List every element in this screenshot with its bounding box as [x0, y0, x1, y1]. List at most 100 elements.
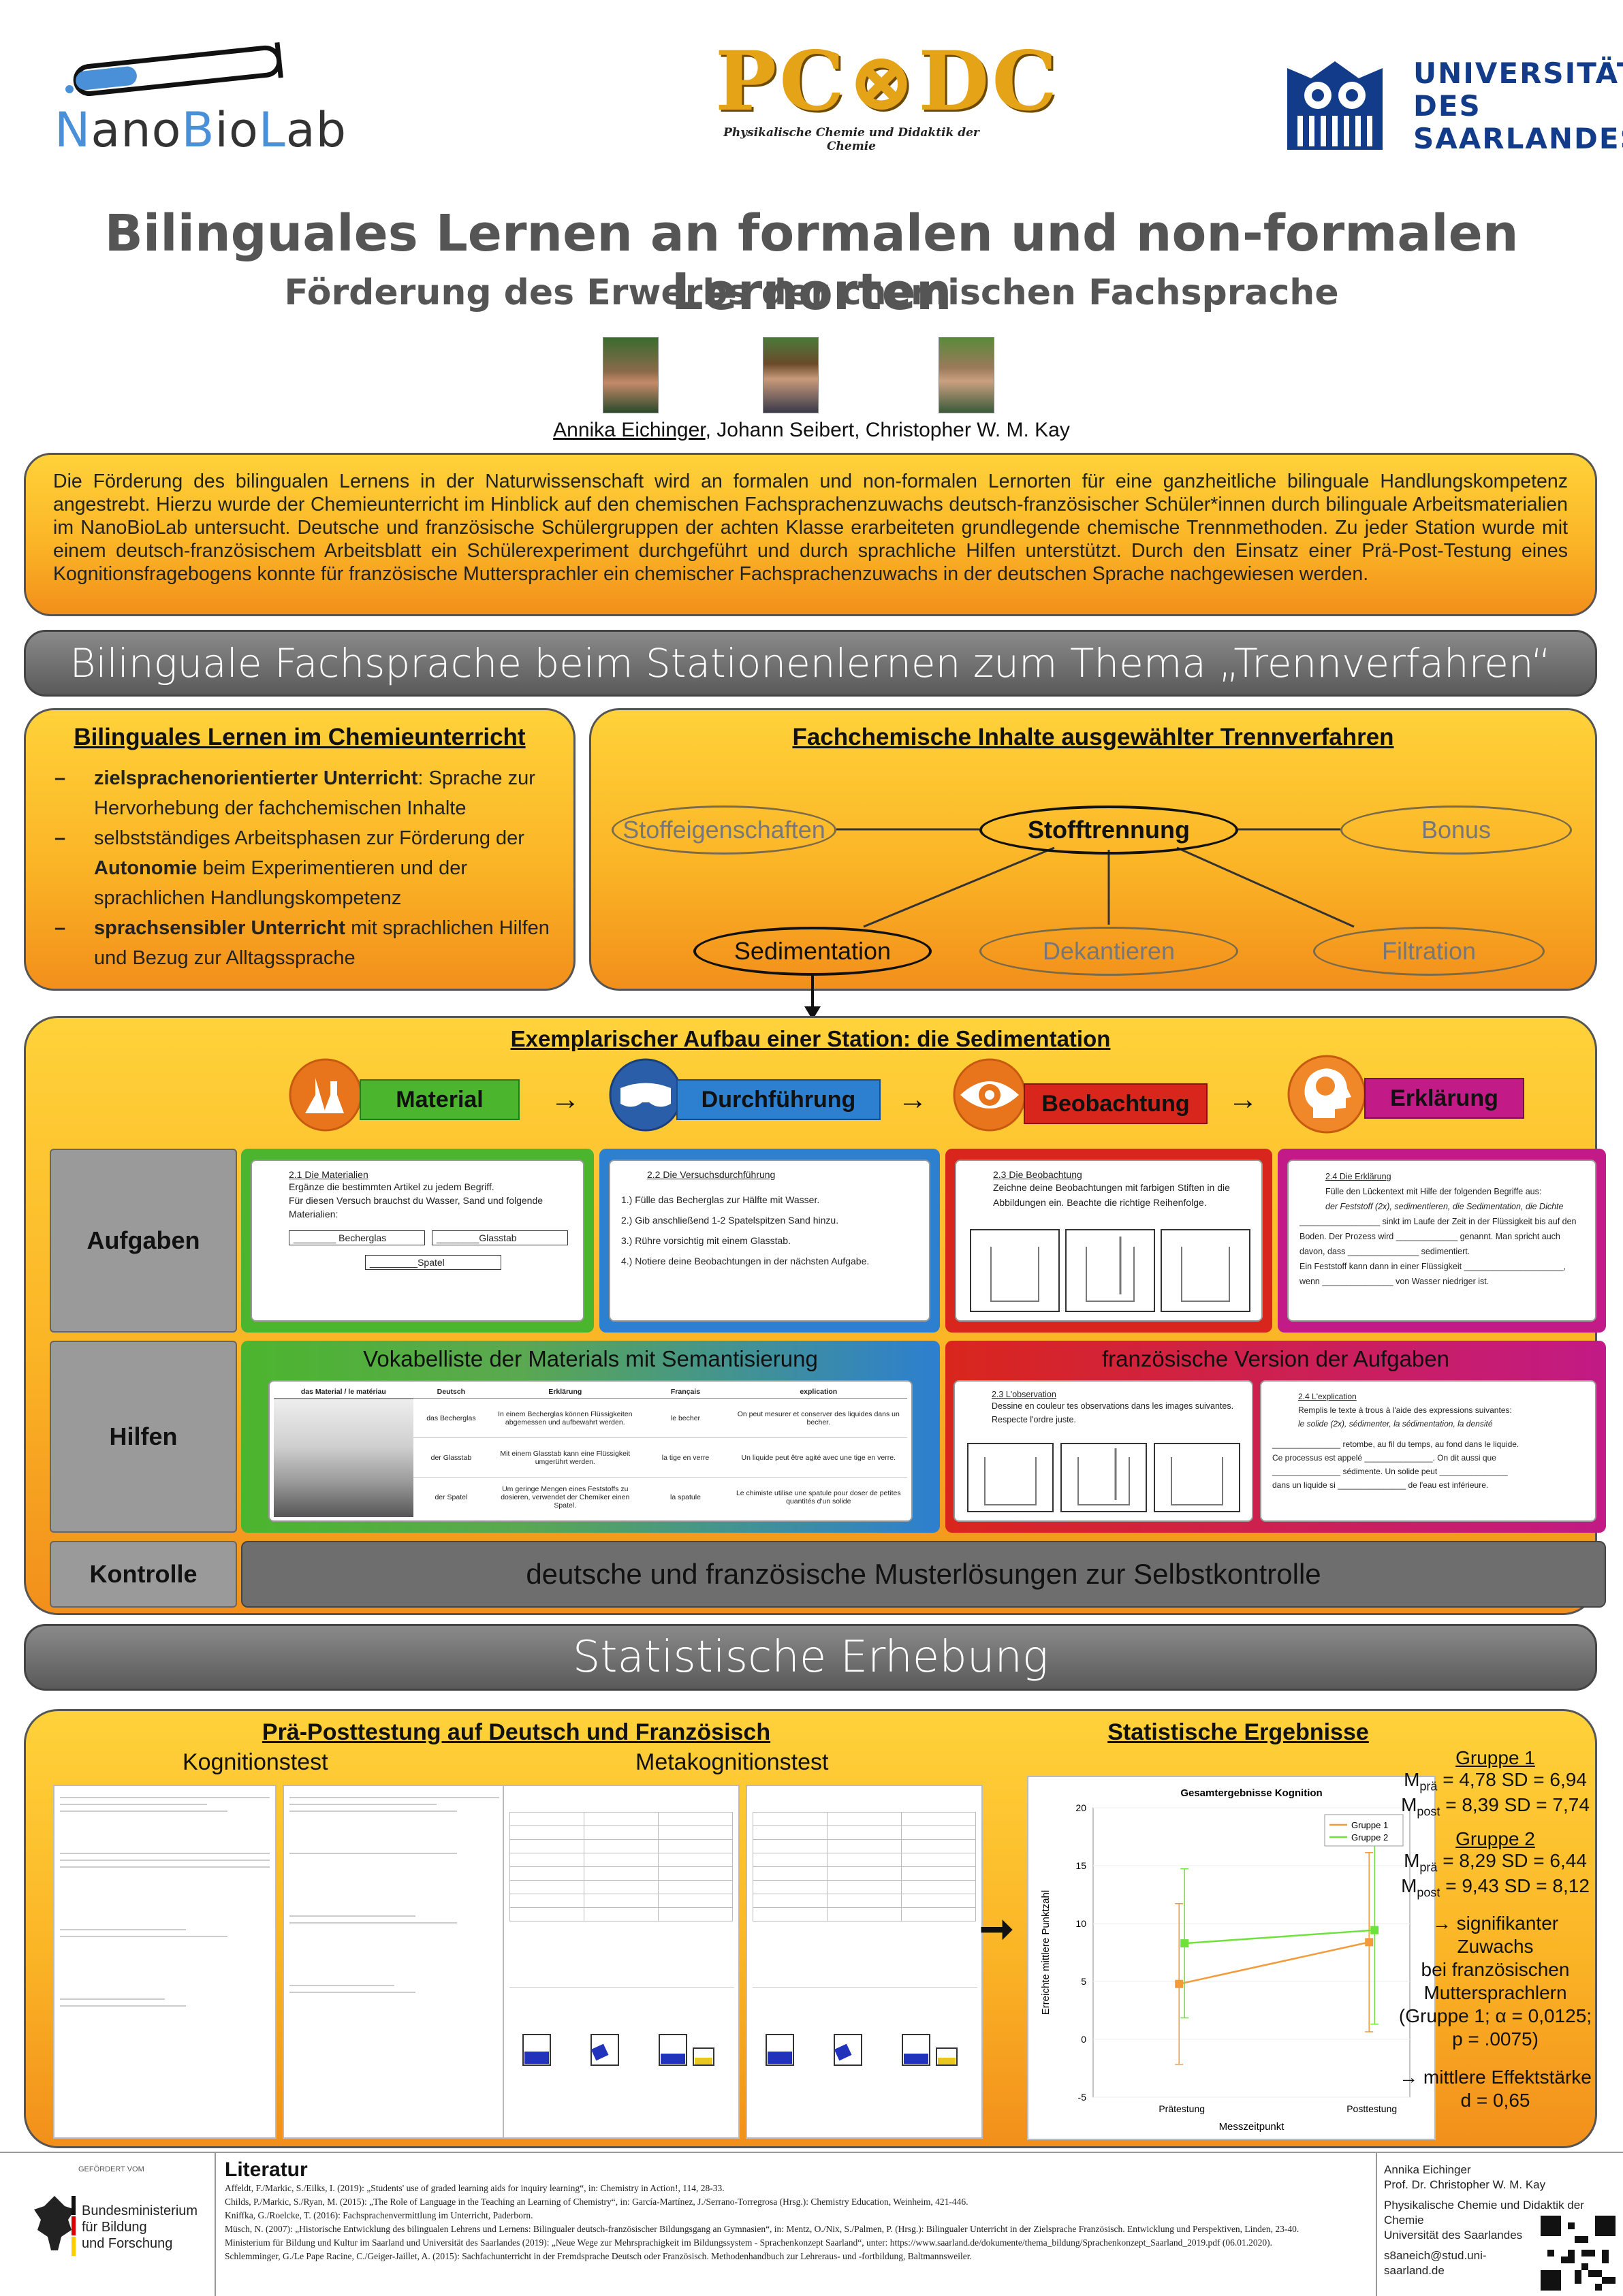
group-1-post: Mpost = 8,39 SD = 7,74 — [1398, 1794, 1592, 1819]
observation-task-card: 2.3 Die Beobachtung Zeichne deine Beobac… — [955, 1160, 1263, 1322]
legend-label: Gruppe 1 — [1351, 1820, 1388, 1830]
pcdc-title: PC⊗DC — [715, 33, 1060, 129]
explanation-fr-line-1: Remplis le texte à trous à l'aide des ex… — [1298, 1405, 1512, 1415]
vocabulary-title: Vokabelliste der Materials mit Semantisi… — [363, 1346, 818, 1371]
author-photo-3 — [939, 337, 994, 413]
bmbf-logo: GEFÖRDERT VOM Bundesministerium für Bild… — [17, 2165, 208, 2288]
row-label-kontrolle: Kontrolle — [50, 1541, 237, 1608]
group-2-label: Gruppe 2 — [1455, 1828, 1535, 1850]
vocab-cell: das Becherglas — [426, 1414, 476, 1422]
beaker-drawings-fr — [967, 1443, 1240, 1512]
vocab-cell: On peut mesurer et conserver des liquide… — [737, 1409, 900, 1426]
vocab-cell: la tige en verre — [661, 1453, 710, 1462]
author-rest: , Johann Seibert, Christopher W. M. Kay — [705, 419, 1070, 441]
procedure-step-4: 4.) Notiere deine Beobachtungen in der n… — [621, 1256, 870, 1266]
y-axis-label: Erreichte mittlere Punktzahl — [1040, 1890, 1052, 2015]
vocab-head-francais: Français — [670, 1388, 701, 1396]
beaker-sequence-icon — [522, 2034, 714, 2066]
separation-methods-panel: Fachchemische Inhalte ausgewählter Trenn… — [589, 708, 1597, 991]
footer: GEFÖRDERT VOM Bundesministerium für Bild… — [0, 2152, 1623, 2296]
step-beobachtung: Beobachtung — [1024, 1083, 1208, 1124]
explanation-line-7: wenn _______________ von Wasser niedrige… — [1299, 1277, 1490, 1286]
y-tick-label: 10 — [1075, 1918, 1086, 1929]
owl-emblem-icon — [1287, 61, 1383, 150]
row-label-hilfen: Hilfen — [50, 1341, 237, 1533]
french-version-frame: französische Version der Aufgaben 2.3 L'… — [945, 1341, 1606, 1533]
french-version-title: französische Version der Aufgaben — [1101, 1346, 1449, 1371]
reference: Schlemminger, G./Le Pape Racine, C./Geig… — [225, 2251, 972, 2261]
contact-name-1: Annika Eichinger — [1384, 2163, 1471, 2176]
cognition-sheet-1 — [53, 1785, 277, 2139]
bilingual-item-2-bold: Autonomie — [94, 857, 198, 879]
footer-divider-left — [215, 2153, 216, 2296]
vocabulary-table: das Material / le matériau Deutsch Erklä… — [274, 1386, 907, 1517]
uni-line-3: SAARLANDES — [1413, 122, 1623, 155]
explanation-task-number: 2.4 Die Erklärung — [1325, 1172, 1391, 1181]
effect-size-note: → mittlere Effektstärke d = 0,65 — [1398, 2066, 1592, 2112]
legend-label: Gruppe 2 — [1351, 1832, 1388, 1843]
down-arrow-icon — [804, 974, 821, 1020]
vocab-cell: Un liquide peut être agité avec une tige… — [741, 1453, 896, 1462]
bmbf-line-3: und Forschung — [82, 2236, 173, 2251]
mean-subscript: prä — [1419, 1860, 1438, 1875]
row-label-aufgaben: Aufgaben — [50, 1149, 237, 1333]
prepost-heading: Prä-Posttestung auf Deutsch und Französi… — [262, 1719, 771, 1745]
metacognition-sheet-1 — [503, 1785, 740, 2139]
nanobiolab-wordmark: NanoBioLab — [54, 102, 347, 158]
group-2-post-value: = 9,43 SD = 8,12 — [1440, 1875, 1590, 1896]
uni-line-2: DES — [1413, 89, 1481, 123]
step-erklaerung: Erklärung — [1364, 1078, 1524, 1119]
vocab-head-deutsch: Deutsch — [437, 1388, 466, 1396]
bilingual-learning-heading: Bilinguales Lernen im Chemieunterricht — [74, 724, 526, 750]
bilingual-item-1: zielsprachenorientierter Unterricht: Spr… — [40, 763, 560, 823]
mean-symbol: M — [1404, 1850, 1420, 1872]
contact-email[interactable]: s8aneich@stud.uni-saarland.de — [1384, 2249, 1487, 2277]
node-stofftrennung: Stofftrennung — [979, 806, 1238, 855]
mean-symbol: M — [1401, 1875, 1417, 1896]
explanation-fr-line-4: Ce processus est appelé _______________.… — [1272, 1453, 1496, 1463]
x-tick-label: Prätestung — [1159, 2103, 1205, 2114]
data-point — [1180, 1939, 1189, 1948]
vocab-cell: Le chimiste utilise une spatule pour dos… — [736, 1488, 901, 1505]
observation-task-number: 2.3 Die Beobachtung — [993, 1169, 1082, 1180]
y-tick-label: 15 — [1075, 1860, 1086, 1871]
vocab-head-material: das Material / le matériau — [300, 1388, 386, 1396]
reference: Childs, P./Markic, S./Ryan, M. (2015): „… — [225, 2197, 968, 2207]
station-panel: Exemplarischer Aufbau einer Station: die… — [24, 1016, 1606, 1615]
mean-subscript: post — [1417, 1885, 1440, 1900]
procedure-task-card: 2.2 Die Versuchsdurchführung 1.) Fülle d… — [609, 1160, 930, 1322]
explanation-fr-line-3: _______________ retombe, au fil du temps… — [1272, 1439, 1519, 1449]
abstract-panel: Die Förderung des bilingualen Lernens in… — [24, 453, 1597, 616]
metacognition-test-label: Metakognitionstest — [635, 1749, 829, 1775]
bilingual-item-3: sprachsensibler Unterricht mit sprachlic… — [40, 913, 560, 973]
node-dekantieren: Dekantieren — [979, 927, 1238, 976]
explanation-fr-line-6: dans un liquide si _______________ de l'… — [1272, 1480, 1489, 1490]
reference: Kniffka, G./Roelcke, T. (2016): Fachspra… — [225, 2210, 533, 2220]
mean-symbol: M — [1401, 1793, 1417, 1815]
bilingual-item-2-pre: selbstständiges Arbeitsphasen zur Förder… — [94, 827, 524, 849]
procedure-step-1: 1.) Fülle das Becherglas zur Hälfte mit … — [621, 1194, 820, 1205]
x-axis-label: Messzeitpunkt — [1219, 2121, 1285, 2133]
durchfuehrung-frame: 2.2 Die Versuchsdurchführung 1.) Fülle d… — [599, 1149, 940, 1333]
step-beobachtung-label: Beobachtung — [1041, 1090, 1190, 1117]
vocab-cell: Um geringe Mengen eines Feststoffs zu do… — [501, 1484, 630, 1510]
material-blank-spatel: _________Spatel — [365, 1255, 501, 1270]
node-stoffeigenschaften: Stoffeigenschaften — [612, 806, 836, 855]
vocab-cell: der Spatel — [435, 1493, 468, 1501]
explanation-line-6: Ein Feststoff kann dann in einer Flüssig… — [1299, 1262, 1566, 1271]
observation-fr-line-1: Dessine en couleur tes observations dans… — [992, 1401, 1234, 1411]
significance-line-1: → signifikanter Zuwachs — [1432, 1913, 1559, 1958]
explanation-fr-line-2: le solide (2x), sédimenter, la sédimenta… — [1298, 1419, 1493, 1429]
results-text: Gruppe 1 Mprä = 4,78 SD = 6,94 Mpost = 8… — [1398, 1742, 1592, 2112]
erklaerung-frame: 2.4 Die Erklärung Fülle den Lückentext m… — [1278, 1149, 1606, 1333]
concept-map-lines — [836, 828, 1355, 928]
qr-code-icon[interactable] — [1541, 2216, 1616, 2291]
plot-area — [1092, 1807, 1411, 2098]
group-1-post-value: = 8,39 SD = 7,74 — [1440, 1793, 1590, 1815]
explanation-line-5: davon, dass _______________ sedimentiert… — [1299, 1247, 1470, 1256]
table-row: das Becherglas In einem Becherglas könne… — [274, 1398, 907, 1517]
procedure-step-2: 2.) Gib anschließend 1-2 Spatelspitzen S… — [621, 1215, 839, 1226]
vocab-head-erklaerung: Erklärung — [548, 1388, 582, 1396]
group-2-post: Mpost = 9,43 SD = 8,12 — [1398, 1875, 1592, 1900]
contact: Annika Eichinger Prof. Dr. Christopher W… — [1384, 2163, 1619, 2278]
